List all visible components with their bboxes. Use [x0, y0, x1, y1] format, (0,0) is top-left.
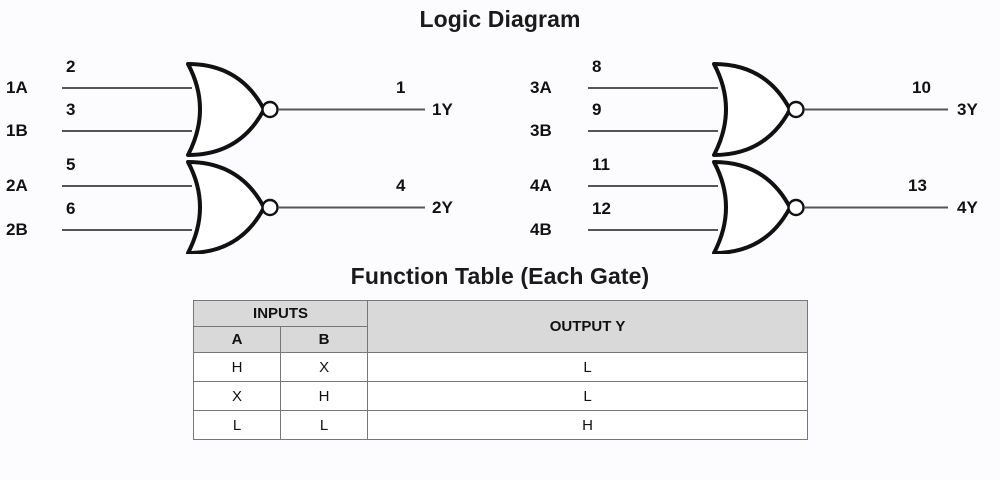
nor-gate-4-graphic [588, 160, 948, 254]
cell-input-b: L [280, 410, 369, 440]
gate-3-input-b-label: 3B [530, 121, 552, 140]
header-input-a: A [192, 326, 282, 353]
cell-input-b: H [280, 381, 369, 411]
function-table-group-header-row: INPUTS OUTPUT Y [192, 300, 808, 353]
cell-output-y: H [367, 410, 808, 440]
function-table: INPUTS OUTPUT Y A B H X L X H L L L H [192, 300, 808, 440]
function-table-head: INPUTS OUTPUT Y A B [192, 300, 808, 353]
gate-2-input-a-pin: 5 [66, 155, 76, 174]
gate-2-input-a-label: 2A [6, 176, 28, 195]
table-row: H X L [192, 352, 808, 382]
nor-gate-3-graphic [588, 62, 948, 157]
nor-gate-1-graphic [62, 62, 425, 157]
gate-1-output-label: 1Y [432, 100, 453, 119]
logic-diagram-title: Logic Diagram [419, 6, 581, 32]
gate-1-input-b-pin: 3 [66, 100, 76, 119]
cell-input-a: X [192, 381, 282, 411]
cell-input-a: H [192, 352, 282, 382]
gate-1-input-b-label: 1B [6, 121, 28, 140]
gate-4-input-a-pin: 11 [592, 155, 610, 174]
gate-1-input-a-pin: 2 [66, 57, 76, 76]
gate-3-input-a-label: 3A [530, 78, 552, 97]
cell-input-b: X [280, 352, 369, 382]
function-table-title: Function Table (Each Gate) [350, 263, 650, 289]
gate-4-output-pin: 13 [908, 176, 927, 195]
cell-output-y: L [367, 381, 808, 411]
gate-3-input-a-pin: 8 [592, 57, 602, 76]
gate-4-input-b-label: 4B [530, 220, 552, 239]
header-input-b: B [280, 326, 369, 353]
table-row: X H L [192, 381, 808, 411]
gate-2-input-b-pin: 6 [66, 199, 76, 218]
nor-gate-2-graphic [62, 160, 425, 254]
logic-diagram-area: 1A 2 1B 3 1 1Y 3A 8 3B 9 10 3Y 2A 5 2B 6… [0, 44, 1000, 254]
cell-output-y: L [367, 352, 808, 382]
gate-1-output-pin: 1 [396, 78, 406, 97]
gate-4-output-label: 4Y [957, 198, 978, 217]
gate-3-output-label: 3Y [957, 100, 978, 119]
gate-3-input-b-pin: 9 [592, 100, 602, 119]
header-output-y: OUTPUT Y [367, 300, 808, 353]
gate-1-input-a-label: 1A [6, 78, 28, 97]
gate-4-input-b-pin: 12 [592, 199, 611, 218]
header-inputs: INPUTS [192, 300, 369, 327]
cell-input-a: L [192, 410, 282, 440]
function-table-body: H X L X H L L L H [192, 352, 808, 440]
gate-2-output-pin: 4 [396, 176, 406, 195]
logic-diagram-svg [62, 62, 948, 254]
gate-2-input-b-label: 2B [6, 220, 28, 239]
table-row: L L H [192, 410, 808, 440]
function-table-column-header-row: A B [192, 326, 808, 353]
gate-3-output-pin: 10 [912, 78, 931, 97]
gate-2-output-label: 2Y [432, 198, 453, 217]
gate-4-input-a-label: 4A [530, 176, 552, 195]
